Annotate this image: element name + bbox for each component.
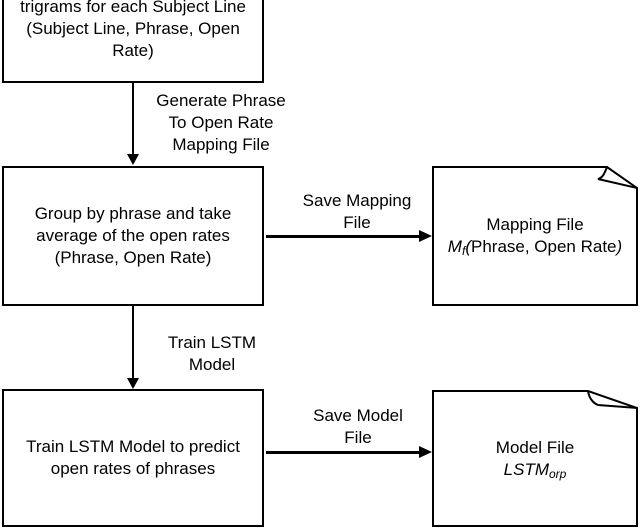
process-box-text-line: Train LSTM Model to predict bbox=[26, 437, 240, 456]
process-box-text-line: (Subject Line, Phrase, Open bbox=[26, 19, 240, 38]
arrow-down-icon bbox=[127, 154, 139, 165]
arrow-shaft bbox=[132, 306, 134, 378]
edge-label-line: Model bbox=[188, 355, 236, 374]
edge-label-line: Generate Phrase bbox=[156, 91, 286, 110]
edge-label-line: To Open Rate bbox=[168, 113, 274, 132]
edge-label-generate-mapping: Generate Phrase To Open Rate Mapping Fil… bbox=[141, 90, 301, 156]
arrow-right-icon bbox=[419, 230, 432, 242]
mapping-file-formula: Mf(Phrase, Open Rate) bbox=[448, 236, 622, 258]
process-box-text-line: trigrams for each Subject Line bbox=[20, 0, 246, 16]
edge-label-save-mapping: Save Mapping File bbox=[292, 190, 422, 234]
edge-label-train-lstm: Train LSTM Model bbox=[147, 332, 277, 376]
edge-label-save-model: Save Model File bbox=[293, 405, 423, 449]
edge-label-line: Train LSTM bbox=[167, 333, 257, 352]
document-text: Mapping File Mf(Phrase, Open Rate) bbox=[432, 165, 638, 306]
formula-base: LSTM bbox=[503, 459, 549, 479]
document-title: Model File bbox=[495, 437, 575, 457]
edge-label-line: Save Model bbox=[313, 406, 403, 425]
process-box-text-line: Rate) bbox=[112, 41, 154, 60]
formula-subscript: f bbox=[461, 243, 466, 258]
formula-body: Phrase, Open Rate bbox=[470, 236, 617, 256]
process-box-train-lstm: Train LSTM Model to predict open rates o… bbox=[2, 389, 264, 527]
process-box-text-line: Group by phrase and take bbox=[34, 204, 232, 223]
edge-label-line: File bbox=[344, 428, 372, 447]
document-title: Mapping File bbox=[486, 214, 584, 234]
document-text: Model File LSTMorp bbox=[432, 389, 638, 528]
arrow-shaft bbox=[266, 451, 419, 454]
arrow-down-icon bbox=[127, 378, 139, 389]
formula-open-paren: ( bbox=[465, 236, 471, 256]
model-file-formula: LSTMorp bbox=[504, 459, 567, 481]
arrow-shaft bbox=[266, 235, 419, 238]
document-shape-icon bbox=[432, 390, 638, 527]
process-box-group-by-phrase: Group by phrase and take average of the … bbox=[2, 166, 264, 306]
document-shape-icon bbox=[432, 166, 638, 306]
edge-label-line: File bbox=[343, 213, 371, 232]
process-box-extract-trigrams: trigrams for each Subject Line (Subject … bbox=[2, 0, 264, 83]
process-box-text-line: average of the open rates bbox=[36, 226, 230, 245]
arrow-shaft bbox=[132, 83, 134, 156]
formula-base: M bbox=[447, 236, 462, 256]
edge-label-line: Mapping File bbox=[172, 135, 270, 154]
process-box-text-line: (Phrase, Open Rate) bbox=[54, 248, 212, 267]
process-box-text-line: open rates of phrases bbox=[50, 459, 216, 478]
formula-subscript: orp bbox=[549, 466, 567, 481]
document-node-mapping-file: Mapping File Mf(Phrase, Open Rate) bbox=[432, 165, 638, 306]
edge-label-line: Save Mapping bbox=[302, 191, 412, 210]
arrow-right-icon bbox=[419, 446, 432, 458]
formula-close-paren: ) bbox=[616, 236, 623, 256]
document-node-model-file: Model File LSTMorp bbox=[432, 389, 638, 528]
